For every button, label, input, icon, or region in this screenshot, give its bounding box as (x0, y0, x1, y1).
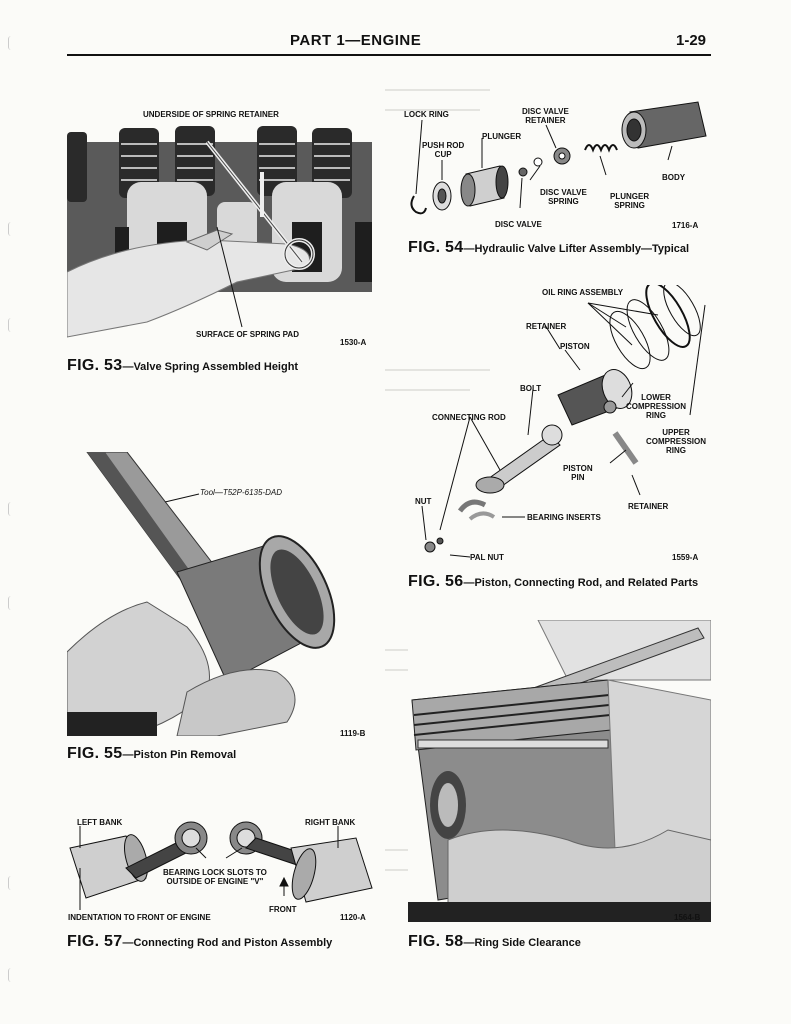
fig56-nut: NUT (415, 497, 432, 506)
fig54-disc-valve-retainer-l2: RETAINER (525, 116, 566, 125)
fig56-upper-comp-l2: COMPRESSION (646, 437, 707, 446)
binder-hole-mark (8, 36, 14, 50)
fig56-piston-diagram (421, 285, 706, 558)
fig57-bearing-l2: OUTSIDE OF ENGINE "V" (166, 877, 264, 886)
binder-hole-mark (8, 876, 14, 890)
fig57-rod-assembly-diagram (69, 821, 373, 910)
fig54-caption: FIG. 54—Hydraulic Valve Lifter Assembly—… (408, 239, 689, 257)
fig55-number: FIG. 55 (67, 745, 123, 762)
fig56-oil-ring: OIL RING ASSEMBLY (542, 288, 624, 297)
fig54-disc-valve-spring: DISC VALVE SPRING (540, 188, 587, 206)
fig56-retainer-top: RETAINER (526, 322, 567, 331)
binder-hole-mark (8, 596, 14, 610)
fig54-disc-valve-spring-l1: DISC VALVE (540, 188, 587, 197)
binder-hole-mark (8, 968, 14, 982)
fig56-pal-nut: PAL NUT (470, 553, 504, 562)
fig56-upper-compression: UPPER COMPRESSION RING (646, 428, 706, 455)
fig54-plunger-spring-l1: PLUNGER (610, 192, 650, 201)
fig54-lifter-diagram (410, 101, 707, 215)
fig55-tool-label: Tool—T52P-6135-DAD (200, 488, 282, 497)
fig55-caption: FIG. 55—Piston Pin Removal (67, 745, 236, 763)
binder-hole-mark (8, 222, 14, 236)
fig56-lower-compression: LOWER COMPRESSION RING (626, 393, 686, 420)
fig57-indentation: INDENTATION TO FRONT OF ENGINE (68, 913, 211, 922)
fig58-caption: FIG. 58—Ring Side Clearance (408, 933, 581, 951)
fig54-code: 1716-A (672, 221, 699, 230)
fig53-label-spring-pad: SURFACE OF SPRING PAD (196, 330, 299, 339)
fig57-bearing-slots: BEARING LOCK SLOTS TO OUTSIDE OF ENGINE … (163, 868, 267, 886)
fig57-left-bank: LEFT BANK (77, 818, 123, 827)
fig56-number: FIG. 56 (408, 573, 464, 590)
fig56-lower-comp-l2: COMPRESSION (626, 402, 687, 411)
fig55-title: —Piston Pin Removal (122, 749, 237, 761)
fig58-ring-clearance-photo (408, 619, 712, 923)
page-number: 1-29 (676, 32, 707, 49)
fig56-upper-comp-l3: RING (666, 446, 686, 455)
fig54-disc-valve: DISC VALVE (495, 220, 542, 229)
fig55-code: 1119-B (340, 729, 366, 738)
fig56-piston: PISTON (560, 342, 590, 351)
fig54-disc-valve-retainer-l1: DISC VALVE (522, 107, 569, 116)
fig57-number: FIG. 57 (67, 933, 123, 950)
fig55-piston-pin-photo (66, 451, 372, 737)
page-title: PART 1—ENGINE (290, 32, 422, 49)
fig56-code: 1559-A (672, 553, 699, 562)
fig54-title: —Hydraulic Valve Lifter Assembly—Typical (463, 243, 690, 255)
fig54-disc-valve-retainer: DISC VALVE RETAINER (522, 107, 569, 125)
fig57-right-bank: RIGHT BANK (305, 818, 356, 827)
fig56-retainer-bottom: RETAINER (628, 502, 669, 511)
fig54-push-rod-cup-l1: PUSH ROD (422, 141, 465, 150)
binder-hole-mark (8, 502, 14, 516)
fig57-title: —Connecting Rod and Piston Assembly (122, 937, 333, 949)
fig56-connecting-rod: CONNECTING ROD (432, 413, 506, 422)
fig56-piston-pin: PISTON PIN (563, 464, 593, 482)
fig57-front: FRONT (269, 905, 297, 914)
fig56-caption: FIG. 56—Piston, Connecting Rod, and Rela… (408, 573, 698, 591)
fig56-piston-pin-l1: PISTON (563, 464, 593, 473)
fig56-title: —Piston, Connecting Rod, and Related Par… (463, 577, 699, 589)
fig54-plunger-spring: PLUNGER SPRING (610, 192, 649, 210)
fig56-bearing-inserts: BEARING INSERTS (527, 513, 601, 522)
fig53-number: FIG. 53 (67, 357, 123, 374)
fig53-caption: FIG. 53—Valve Spring Assembled Height (67, 357, 298, 375)
fig54-push-rod-cup-l2: CUP (434, 150, 452, 159)
fig55-photo (66, 451, 372, 737)
fig56-lower-comp-l3: RING (646, 411, 666, 420)
fig56-piston-pin-l2: PIN (571, 473, 585, 482)
fig54-disc-valve-spring-l2: SPRING (548, 197, 579, 206)
fig57-bearing-l1: BEARING LOCK SLOTS TO (163, 868, 267, 877)
fig57-code: 1120-A (340, 913, 366, 922)
page-header: PART 1—ENGINE 1-29 (0, 30, 791, 54)
fig58-title: —Ring Side Clearance (463, 937, 581, 949)
binder-hole-mark (8, 318, 14, 332)
fig54-number: FIG. 54 (408, 239, 464, 256)
fig54-push-rod-cup: PUSH ROD CUP (422, 141, 464, 159)
fig53-title: —Valve Spring Assembled Height (122, 361, 299, 373)
fig58-photo (408, 619, 712, 923)
header-rule (67, 54, 711, 56)
fig53-valve-spring-photo (66, 122, 372, 346)
fig58-number: FIG. 58 (408, 933, 464, 950)
fig54-plunger-spring-l2: SPRING (614, 201, 645, 210)
fig54-plunger: PLUNGER (482, 132, 522, 141)
fig53-photo (66, 122, 372, 346)
fig53-label-underside: UNDERSIDE OF SPRING RETAINER (143, 110, 279, 119)
fig56-upper-comp-l1: UPPER (662, 428, 690, 437)
fig58-code: 1564-B (674, 913, 701, 922)
fig54-body: BODY (662, 173, 686, 182)
fig54-lock-ring: LOCK RING (404, 110, 449, 119)
fig56-lower-comp-l1: LOWER (641, 393, 671, 402)
fig57-caption: FIG. 57—Connecting Rod and Piston Assemb… (67, 933, 332, 951)
fig53-code: 1530-A (340, 338, 367, 347)
fig56-bolt: BOLT (520, 384, 542, 393)
